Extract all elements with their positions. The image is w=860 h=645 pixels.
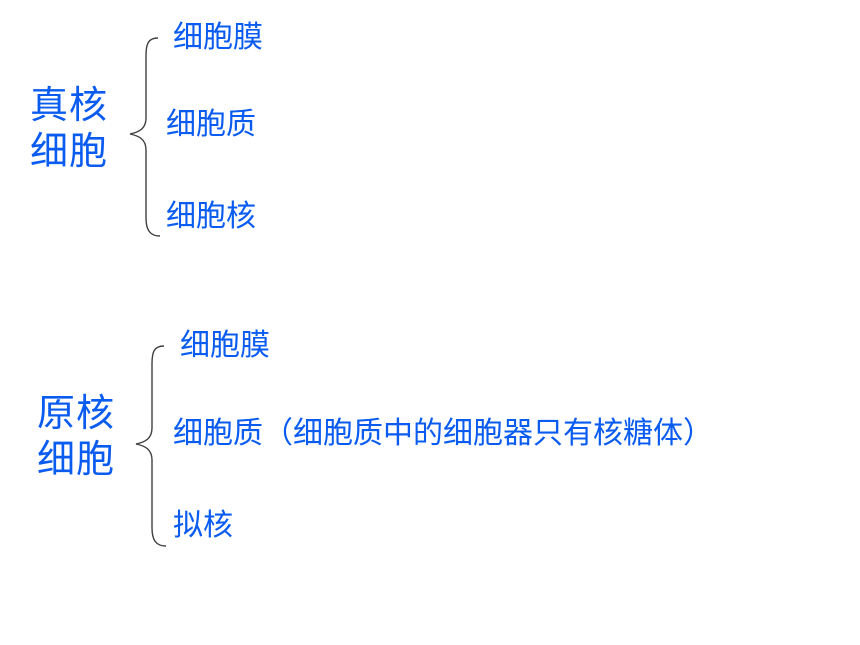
group-eukaryote-title-line1: 真核 — [30, 83, 109, 127]
eukaryote-item-membrane: 细胞膜 — [173, 20, 263, 55]
eukaryote-item-cytoplasm: 细胞质 — [166, 107, 256, 142]
eukaryote-item-nucleus: 细胞核 — [166, 199, 256, 234]
prokaryote-item-cytoplasm: 细胞质（细胞质中的细胞器只有核糖体） — [173, 416, 713, 451]
group-eukaryote-title-line2: 细胞 — [30, 129, 109, 173]
prokaryote-item-membrane: 细胞膜 — [180, 328, 270, 363]
group-prokaryote-title-line2: 细胞 — [37, 437, 116, 481]
group-prokaryote-title-line1: 原核 — [37, 391, 116, 435]
group-prokaryote-title: 原核 细胞 — [37, 390, 115, 482]
prokaryote-item-nucleoid: 拟核 — [173, 508, 233, 543]
group-eukaryote-title: 真核 细胞 — [30, 82, 108, 174]
